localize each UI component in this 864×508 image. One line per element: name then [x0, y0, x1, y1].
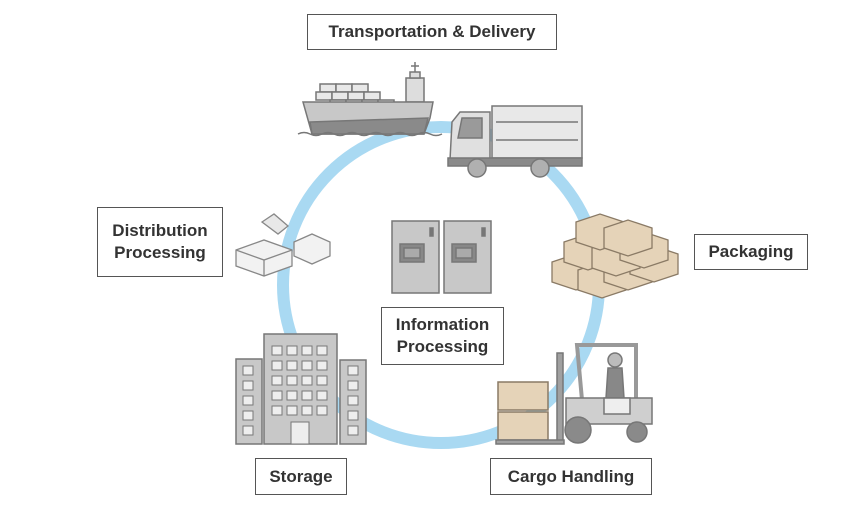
label-text-line1: Information	[395, 315, 490, 334]
stacked-boxes-icon	[551, 213, 679, 299]
label-text-line2: Processing	[396, 337, 489, 356]
open-boxes-icon	[235, 213, 331, 277]
label-information-processing: Information Processing	[381, 307, 504, 365]
server-cabinets-icon	[391, 220, 492, 294]
label-transportation-delivery: Transportation & Delivery	[307, 14, 557, 50]
label-cargo-handling: Cargo Handling	[490, 458, 652, 495]
cargo-ship-icon	[297, 62, 443, 137]
label-text: Transportation & Delivery	[328, 22, 536, 41]
label-text-line1: Distribution	[112, 221, 208, 240]
label-text: Packaging	[708, 242, 794, 261]
label-text: Cargo Handling	[507, 466, 635, 486]
label-packaging: Packaging	[694, 234, 808, 270]
truck-icon	[447, 105, 583, 178]
label-storage: Storage	[255, 458, 347, 495]
label-text: Storage	[269, 466, 333, 486]
label-distribution-processing: Distribution Processing	[97, 207, 223, 277]
warehouse-buildings-icon	[235, 333, 367, 445]
label-text-line2: Processing	[114, 243, 206, 262]
forklift-icon	[495, 343, 653, 445]
